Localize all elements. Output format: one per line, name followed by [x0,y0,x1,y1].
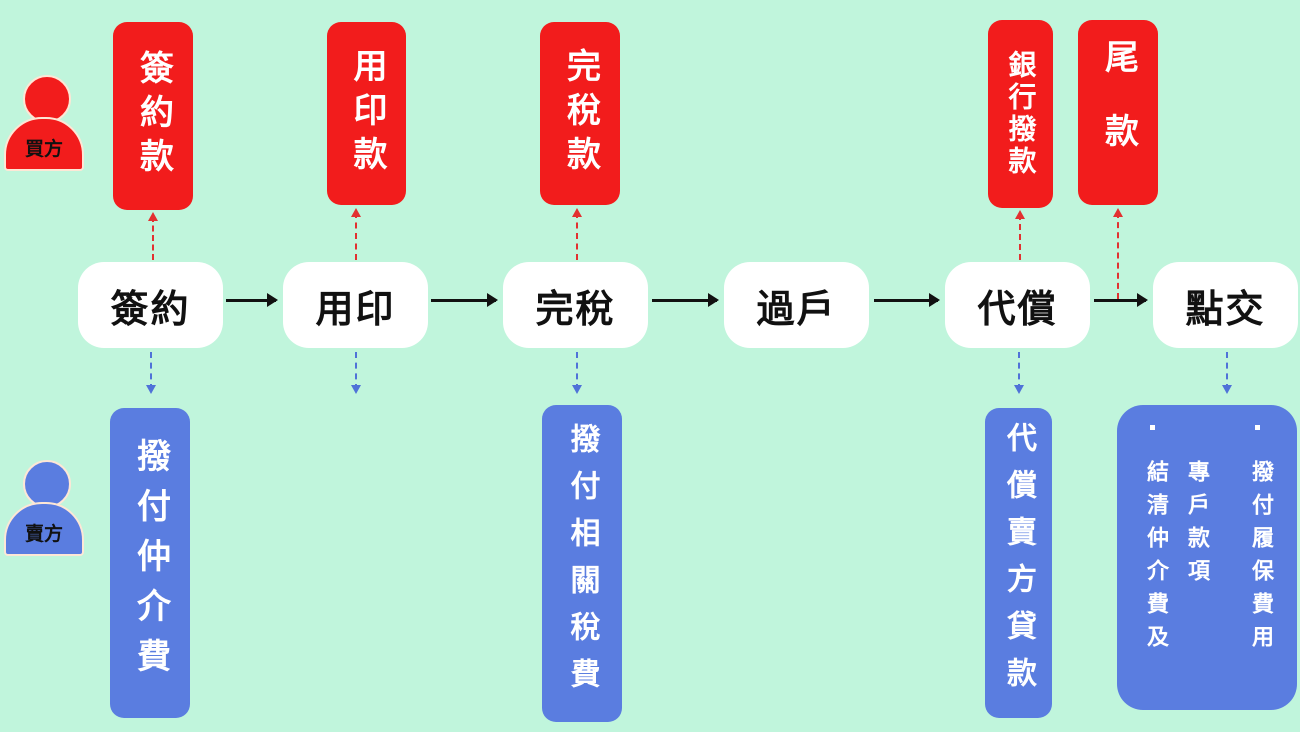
flow-arrow [652,293,719,307]
handover-item1-part1: 結清仲介費及 [1143,460,1168,658]
step-stamping: 用印 [283,262,428,348]
seller-icon: 賣方 [4,460,86,560]
flow-arrow [431,293,498,307]
payment-tax: 完稅款 [540,22,620,205]
seller-arrow [351,352,361,394]
seller-arrow [1014,352,1024,394]
seller-label: 賣方 [4,502,84,556]
seller-arrow [572,352,582,394]
bullet [1150,425,1155,430]
seller-arrow [1222,352,1232,394]
step-payoff: 代償 [945,262,1090,348]
buyer-label: 買方 [4,117,84,171]
seller-arrow [146,352,156,394]
step-signing: 簽約 [78,262,223,348]
payment-final: 尾款 [1078,20,1158,205]
handover-item2: 撥付履保費用 [1248,460,1273,658]
flow-arrow [874,293,940,307]
buyer-arrow [1113,208,1123,299]
payment-bank: 銀行撥款 [988,20,1053,208]
buyer-arrow [148,212,158,260]
seller-loan-payoff: 代償賣方貸款 [985,408,1052,718]
seller-commission: 撥付仲介費 [110,408,190,718]
handover-item1-part2: 專戶款項 [1184,460,1209,592]
step-tax: 完稅 [503,262,648,348]
step-transfer: 過戶 [724,262,869,348]
handover-settlement: 結清仲介費及 專戶款項 撥付履保費用 [1117,405,1297,710]
buyer-arrow [1015,210,1025,260]
payment-stamping: 用印款 [327,22,406,205]
seller-tax: 撥付相關稅費 [542,405,622,722]
step-handover: 點交 [1153,262,1298,348]
flow-arrow [226,293,278,307]
buyer-arrow [572,208,582,260]
buyer-icon: 買方 [4,75,86,175]
bullet [1255,425,1260,430]
buyer-arrow [351,208,361,260]
flow-arrow [1094,293,1148,307]
payment-signing: 簽約款 [113,22,193,210]
